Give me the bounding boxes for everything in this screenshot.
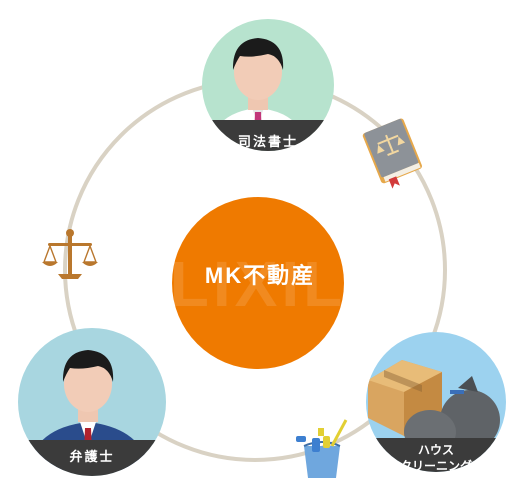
label-house: ハウス クリーニング xyxy=(368,442,504,474)
label-shiho: 司法書士 xyxy=(237,134,298,149)
label-bengoshi: 弁護士 xyxy=(69,449,115,464)
box-and-garbage-icon xyxy=(368,360,500,454)
center-node: LIXIL xyxy=(170,197,346,369)
watermark-text: LIXIL xyxy=(170,248,346,320)
scales-of-justice-icon xyxy=(42,229,98,279)
law-book-icon xyxy=(362,118,422,189)
center-label: MK不動産 xyxy=(204,263,316,288)
label-house-line2: クリーニング xyxy=(399,459,472,473)
node-shiho xyxy=(202,19,334,151)
cleaning-bucket-icon xyxy=(296,419,348,478)
node-house xyxy=(366,332,506,472)
label-house-line1: ハウス xyxy=(417,443,454,457)
